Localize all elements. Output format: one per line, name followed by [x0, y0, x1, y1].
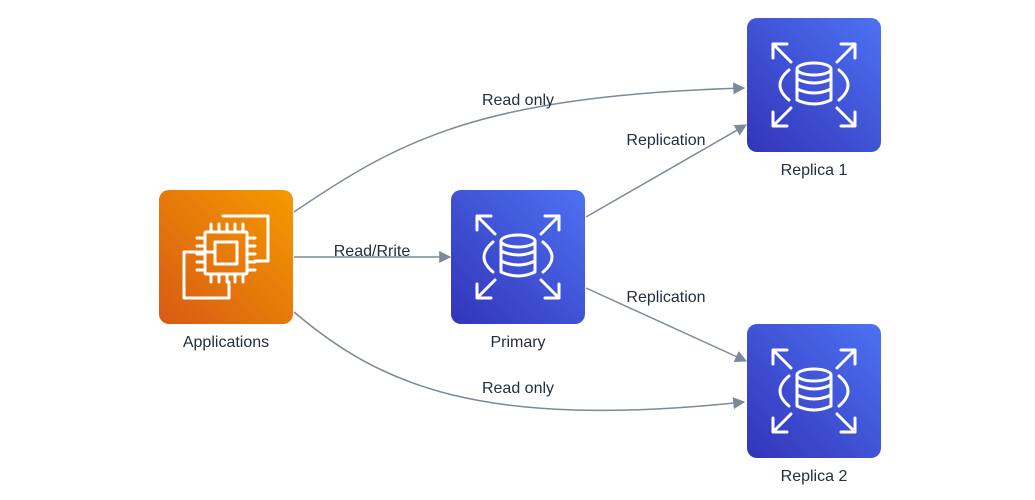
node-replica1[interactable]: Replica 1: [747, 18, 881, 179]
node-applications[interactable]: Applications: [159, 190, 293, 351]
node-label-replica1: Replica 1: [781, 162, 848, 179]
edge-label-primary-to-replica2: Replication: [626, 289, 705, 306]
edge-label-app-to-replica2: Read only: [482, 380, 554, 397]
edge-app-to-replica1: [293, 82, 746, 213]
node-replica2[interactable]: Replica 2: [747, 324, 881, 485]
edge-label-app-to-replica1: Read only: [482, 92, 554, 109]
node-label-primary: Primary: [490, 334, 545, 351]
replica1-tile: [747, 18, 881, 152]
primary-tile: [451, 190, 585, 324]
applications-tile: [159, 190, 293, 324]
edge-app-to-replica2: [293, 311, 746, 412]
edge-labels: Read only Read/Rrite Read only Replicati…: [334, 92, 706, 397]
edge-primary-to-replica1: [585, 124, 748, 218]
edges: [293, 82, 748, 412]
node-primary[interactable]: Primary: [451, 190, 585, 351]
replica2-tile: [747, 324, 881, 458]
edge-label-app-to-primary: Read/Rrite: [334, 243, 411, 260]
node-label-applications: Applications: [183, 334, 269, 351]
edge-label-primary-to-replica1: Replication: [626, 132, 705, 149]
node-label-replica2: Replica 2: [781, 468, 848, 485]
edge-primary-to-replica2: [585, 287, 748, 362]
